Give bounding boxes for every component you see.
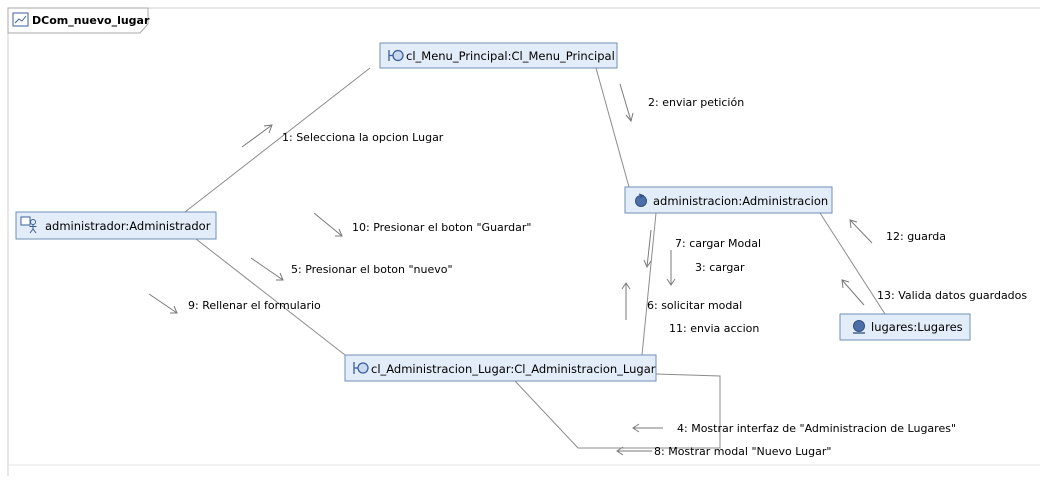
entity-icon bbox=[853, 320, 865, 334]
message-arrows bbox=[148, 83, 873, 456]
message-5-label: 5: Presionar el boton "nuevo" bbox=[291, 263, 453, 276]
arrow-3 bbox=[666, 250, 676, 286]
links bbox=[184, 67, 886, 449]
message-2-label: 2: enviar petición bbox=[648, 96, 744, 109]
link-adminlugar-self bbox=[514, 373, 721, 449]
arrow-1 bbox=[241, 124, 273, 148]
link-administrador-menu bbox=[184, 67, 371, 213]
message-labels: 1: Selecciona la opcion Lugar 2: enviar … bbox=[188, 96, 1027, 458]
diagram-frame-icon bbox=[12, 12, 29, 27]
arrow-10 bbox=[313, 212, 343, 237]
control-icon bbox=[635, 193, 647, 207]
link-administracion-lugares bbox=[819, 212, 886, 315]
node-admin-lugar[interactable]: cl_Administracion_Lugar:Cl_Administracio… bbox=[344, 354, 657, 382]
message-13-label: 13: Valida datos guardados bbox=[877, 289, 1027, 302]
message-6-label: 6: solicitar modal bbox=[647, 299, 742, 312]
diagram-title: DCom_nuevo_lugar bbox=[32, 14, 150, 27]
node-administrador[interactable]: administrador:Administrador bbox=[15, 211, 217, 240]
node-menu-principal[interactable]: cl_Menu_Principal:Cl_Menu_Principal bbox=[379, 42, 618, 69]
message-3-label: 3: cargar bbox=[695, 261, 745, 274]
arrow-13 bbox=[841, 279, 865, 306]
arrow-12 bbox=[849, 219, 873, 244]
message-8-label: 8: Mostrar modal "Nuevo Lugar" bbox=[654, 445, 831, 458]
node-menu-principal-label: cl_Menu_Principal:Cl_Menu_Principal bbox=[406, 49, 615, 63]
message-4-label: 4: Mostrar interfaz de "Administracion d… bbox=[677, 422, 956, 435]
actor-icon bbox=[20, 216, 37, 234]
message-11-label: 11: envia accion bbox=[669, 322, 759, 335]
message-7-label: 7: cargar Modal bbox=[675, 237, 761, 250]
node-administracion[interactable]: administracion:Administracion bbox=[624, 186, 833, 214]
node-lugares-label: lugares:Lugares bbox=[871, 320, 963, 334]
arrow-2 bbox=[619, 83, 634, 123]
link-administrador-adminlugar bbox=[195, 238, 346, 356]
node-administracion-label: administracion:Administracion bbox=[653, 194, 828, 208]
arrow-4 bbox=[632, 423, 663, 433]
link-menu-administracion bbox=[595, 67, 630, 188]
boundary-icon bbox=[388, 49, 404, 62]
diagram-frame: DCom_nuevo_lugar bbox=[7, 7, 1040, 476]
link-administracion-adminlugar bbox=[641, 212, 657, 356]
arrow-5 bbox=[250, 257, 284, 281]
message-9-label: 9: Rellenar el formulario bbox=[188, 299, 321, 312]
boundary-icon bbox=[353, 362, 369, 374]
arrow-9 bbox=[148, 293, 178, 314]
message-10-label: 10: Presionar el boton "Guardar" bbox=[352, 221, 531, 234]
message-12-label: 12: guarda bbox=[886, 230, 946, 243]
node-lugares[interactable]: lugares:Lugares bbox=[839, 313, 971, 341]
message-1-label: 1: Selecciona la opcion Lugar bbox=[282, 131, 444, 144]
node-admin-lugar-label: cl_Administracion_Lugar:Cl_Administracio… bbox=[371, 362, 656, 376]
arrow-8 bbox=[616, 446, 652, 456]
node-administrador-label: administrador:Administrador bbox=[45, 219, 211, 233]
arrow-6 bbox=[621, 282, 631, 320]
arrow-7 bbox=[643, 229, 652, 269]
